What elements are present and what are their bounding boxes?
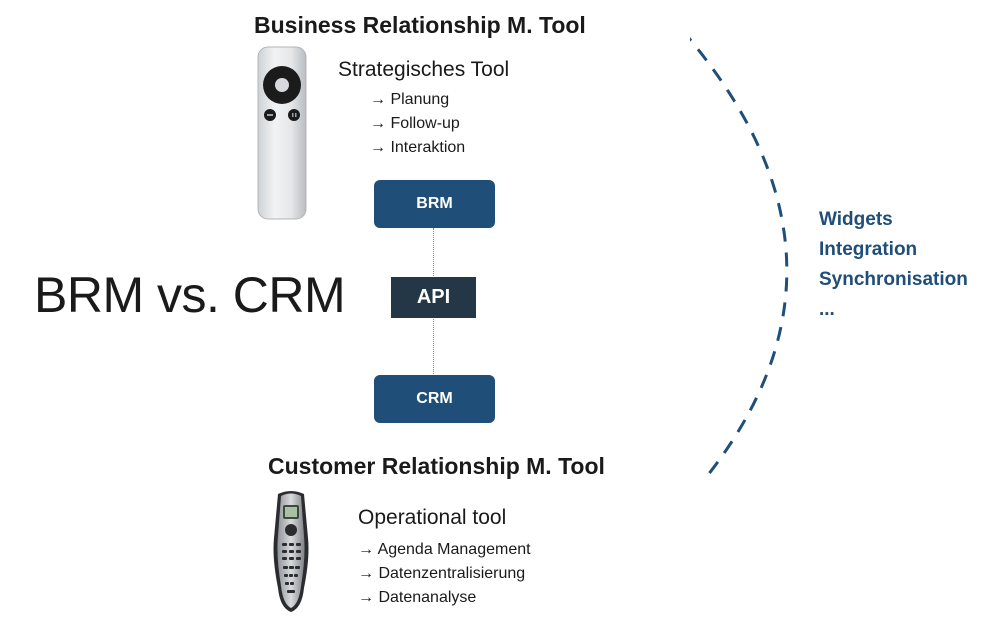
brm-item-interaktion: Interaktion: [390, 139, 466, 156]
arrow-icon: →: [358, 565, 374, 582]
arrow-icon: →: [370, 115, 386, 132]
crm-item-datenanalyse: Datenanalyse: [378, 589, 477, 606]
side-item-integration: Integration: [819, 239, 918, 260]
brm-item-planung: Planung: [390, 91, 450, 108]
crm-item-datenzentralisierung: Datenzentralisierung: [378, 565, 526, 582]
crm-box: CRM: [374, 375, 495, 423]
side-item-widgets: Widgets: [819, 209, 893, 230]
apple-remote-icon: [252, 45, 312, 223]
list-item: → Interaktion: [370, 136, 465, 160]
dashed-arc: [680, 29, 810, 481]
arrow-icon: →: [358, 589, 374, 606]
list-item: → Follow-up: [370, 112, 465, 136]
crm-item-agenda: Agenda Management: [377, 541, 531, 558]
crm-subtitle: Operational tool: [358, 506, 507, 529]
brm-heading: Business Relationship M. Tool: [254, 12, 586, 38]
side-item-more: ...: [819, 299, 835, 320]
brm-box: BRM: [374, 180, 495, 228]
universal-remote-icon: [270, 488, 312, 614]
api-box: API: [391, 277, 476, 318]
side-item-synchronisation: Synchronisation: [819, 269, 968, 290]
list-item: → Datenzentralisierung: [358, 562, 531, 586]
brm-subtitle: Strategisches Tool: [338, 58, 510, 81]
brm-list: → Planung → Follow-up → Interaktion: [370, 88, 465, 160]
crm-list: → Agenda Management → Datenzentralisieru…: [358, 538, 531, 610]
side-list: Widgets Integration Synchronisation ...: [819, 205, 968, 325]
page-title: BRM vs. CRM: [34, 267, 346, 323]
arrow-icon: →: [370, 91, 386, 108]
list-item: → Datenanalyse: [358, 586, 531, 610]
arrow-icon: →: [370, 139, 386, 156]
crm-heading: Customer Relationship M. Tool: [268, 453, 605, 479]
list-item: → Planung: [370, 88, 465, 112]
brm-item-follow-up: Follow-up: [390, 115, 460, 132]
list-item: → Agenda Management: [358, 538, 531, 562]
arrow-icon: →: [358, 541, 374, 558]
